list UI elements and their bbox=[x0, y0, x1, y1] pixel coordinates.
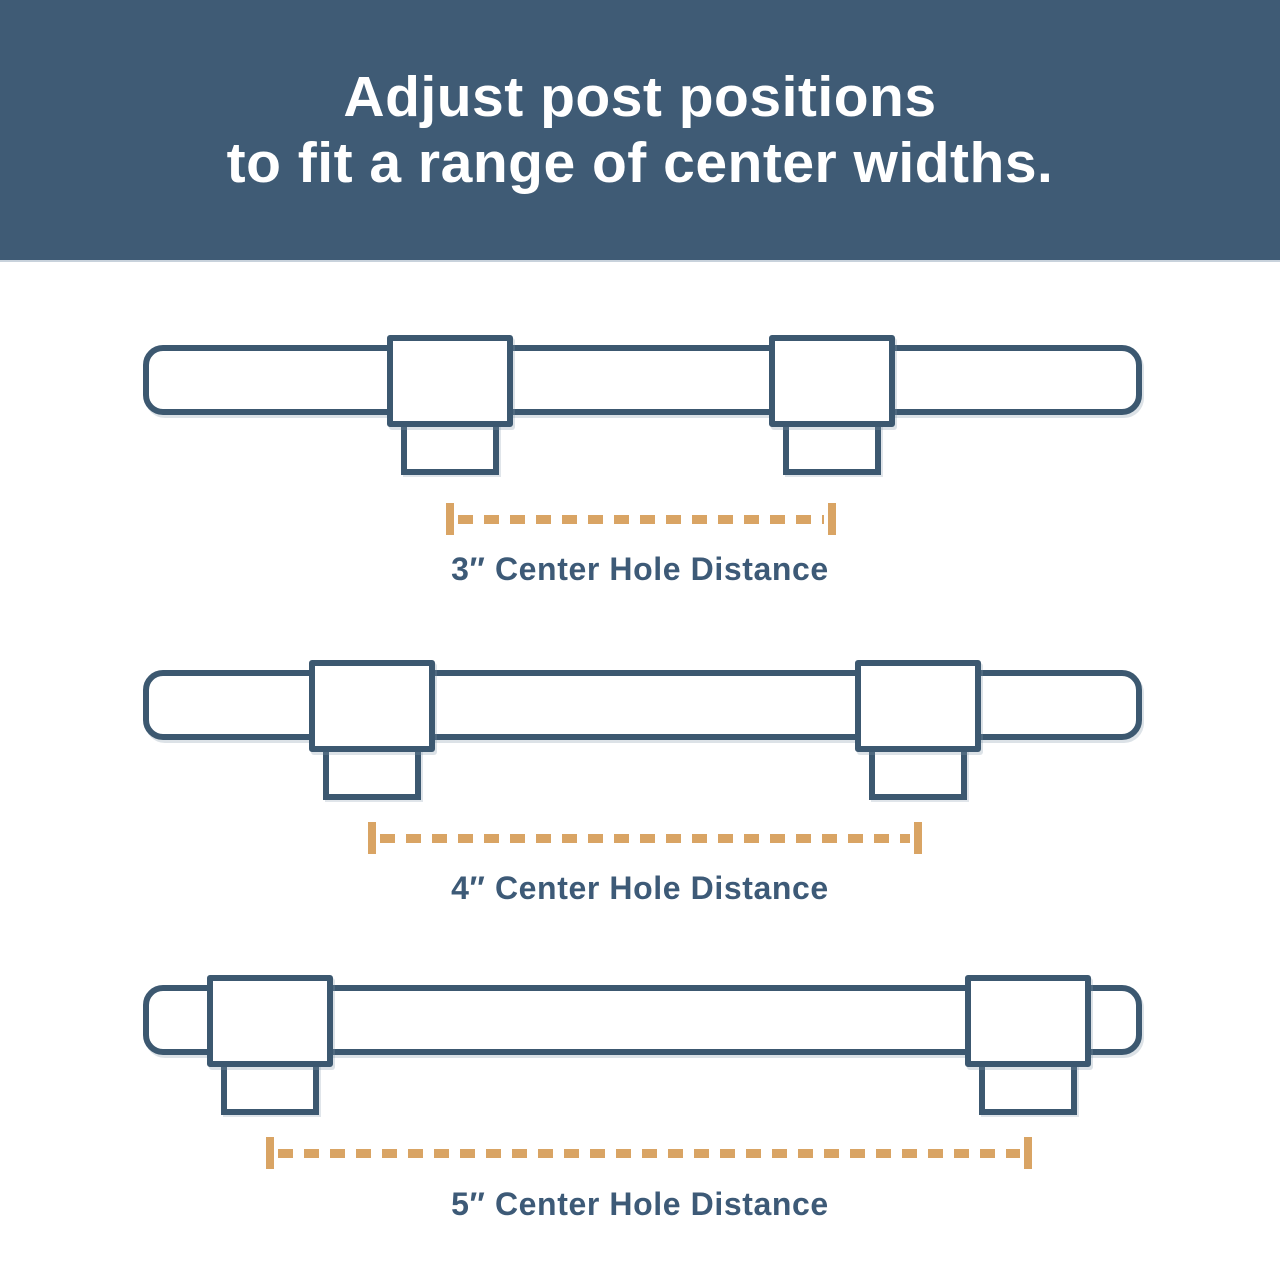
dimension-label-3: 5″ Center Hole Distance bbox=[451, 1186, 829, 1222]
pull-bar-2 bbox=[143, 670, 1142, 740]
screw-stem-3-2 bbox=[979, 1061, 1077, 1115]
screw-stem-2-1 bbox=[323, 746, 421, 800]
header-title-line-2: to fit a range of center widths. bbox=[226, 131, 1054, 195]
dimension-tick-right-2 bbox=[914, 822, 922, 854]
screw-stem-1-1 bbox=[401, 421, 499, 475]
dimension-tick-right-1 bbox=[828, 503, 836, 535]
dimension-label-1: 3″ Center Hole Distance bbox=[451, 551, 829, 587]
header-band: Adjust post positions to fit a range of … bbox=[0, 0, 1280, 262]
dimension-tick-left-1 bbox=[446, 503, 454, 535]
mounting-post-1-2 bbox=[769, 335, 895, 427]
mounting-post-3-2 bbox=[965, 975, 1091, 1067]
pull-bar-1 bbox=[143, 345, 1142, 415]
mounting-post-2-1 bbox=[309, 660, 435, 752]
header-title-line-1: Adjust post positions bbox=[343, 65, 937, 129]
mounting-post-1-1 bbox=[387, 335, 513, 427]
mounting-post-3-1 bbox=[207, 975, 333, 1067]
screw-stem-2-2 bbox=[869, 746, 967, 800]
dimension-line-3 bbox=[278, 1149, 1020, 1158]
dimension-tick-right-3 bbox=[1024, 1137, 1032, 1169]
mounting-post-2-2 bbox=[855, 660, 981, 752]
dimension-label-2: 4″ Center Hole Distance bbox=[451, 870, 829, 906]
dimension-line-1 bbox=[458, 515, 824, 524]
screw-stem-1-2 bbox=[783, 421, 881, 475]
dimension-tick-left-2 bbox=[368, 822, 376, 854]
dimension-tick-left-3 bbox=[266, 1137, 274, 1169]
dimension-line-2 bbox=[380, 834, 910, 843]
screw-stem-3-1 bbox=[221, 1061, 319, 1115]
